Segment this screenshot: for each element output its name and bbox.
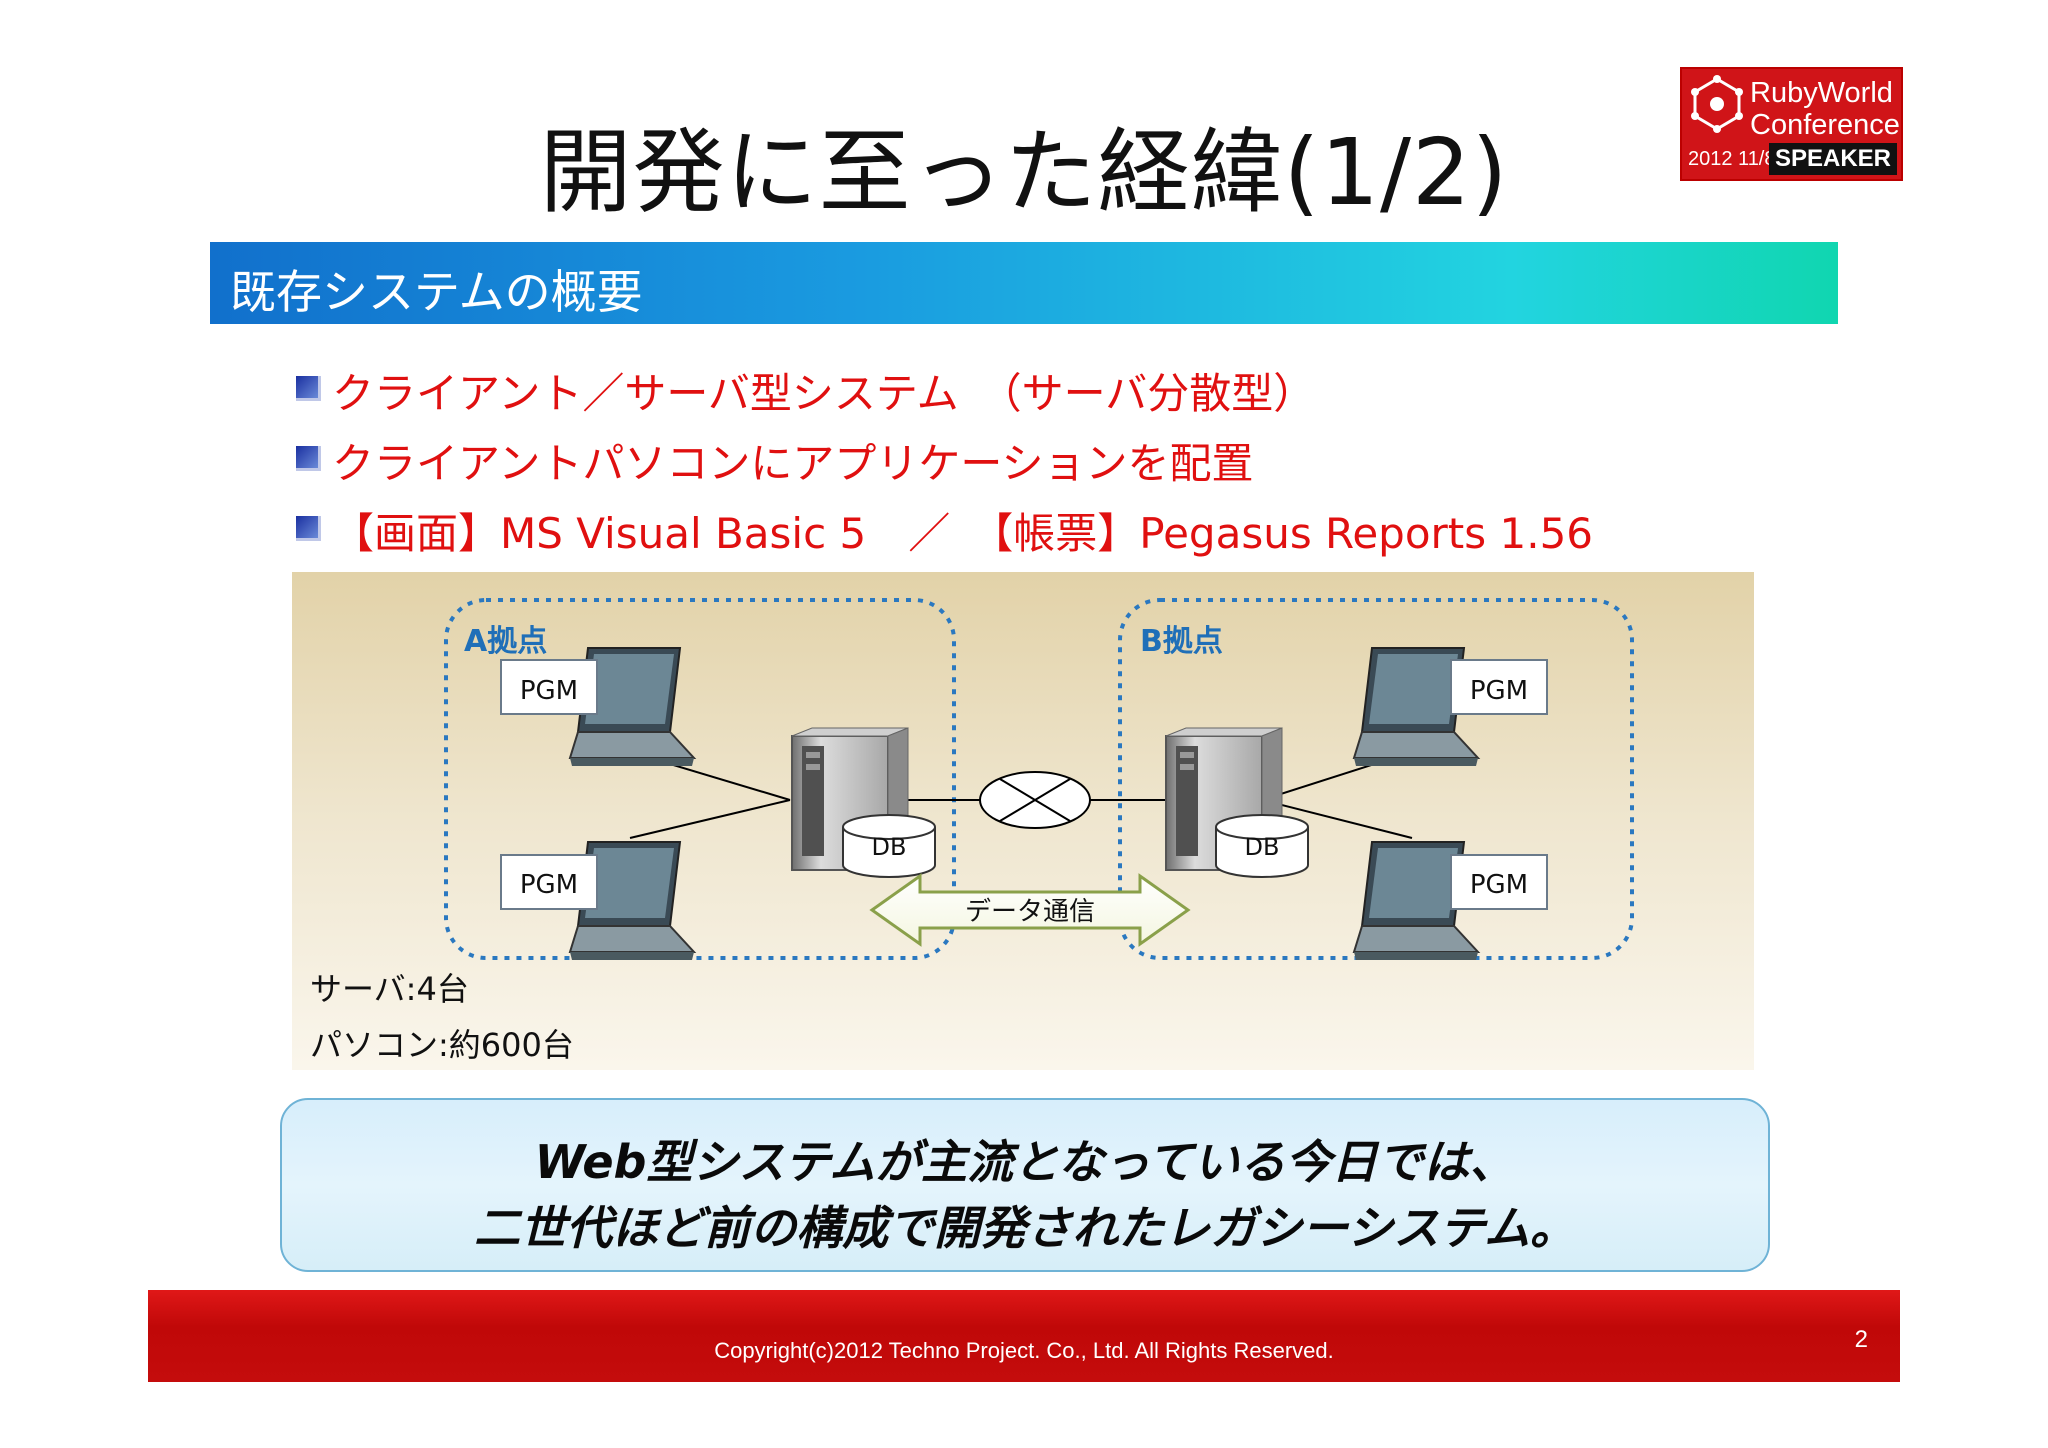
callout-line1: Web型システムが主流となっている今日では、 [534,1135,1516,1189]
badge-line2: Conference [1750,109,1900,141]
bullet-text: クライアントパソコンにアプリケーションを配置 [332,439,1254,488]
summary-callout: Web型システムが主流となっている今日では、 二世代ほど前の構成で開発されたレガ… [280,1098,1770,1272]
badge-date: 2012 11/8-9 [1688,148,1794,170]
conference-speaker-badge: RubyWorld Conference 2012 11/8-9 SPEAKER [1680,67,1903,181]
bullet-square-icon [296,376,321,401]
section-heading: 既存システムの概要 [230,265,643,319]
bullet-square-icon [296,446,321,471]
network-diagram-panel [292,572,1754,1070]
page-number: 2 [1854,1326,1868,1353]
bullet-square-icon [296,516,321,541]
bullet-text: 【画面】MS Visual Basic 5 ／ 【帳票】Pegasus Repo… [332,509,1594,558]
bullet-text: クライアント／サーバ型システム （サーバ分散型） [332,369,1316,418]
slide-title: 開発に至った経緯(1/2) [539,119,1509,226]
server-count-note: サーバ:4台 [310,970,469,1008]
pc-count-note: パソコン:約600台 [310,1026,574,1064]
copyright-text: Copyright(c)2012 Techno Project. Co., Lt… [714,1338,1334,1363]
conference-logo-icon [1691,75,1743,133]
footer-bar: Copyright(c)2012 Techno Project. Co., Lt… [148,1290,1900,1382]
badge-role: SPEAKER [1768,143,1897,175]
badge-line1: RubyWorld [1750,77,1893,109]
callout-line2: 二世代ほど前の構成で開発されたレガシーシステム。 [474,1201,1576,1255]
section-heading-bar: 既存システムの概要 [210,242,1838,324]
